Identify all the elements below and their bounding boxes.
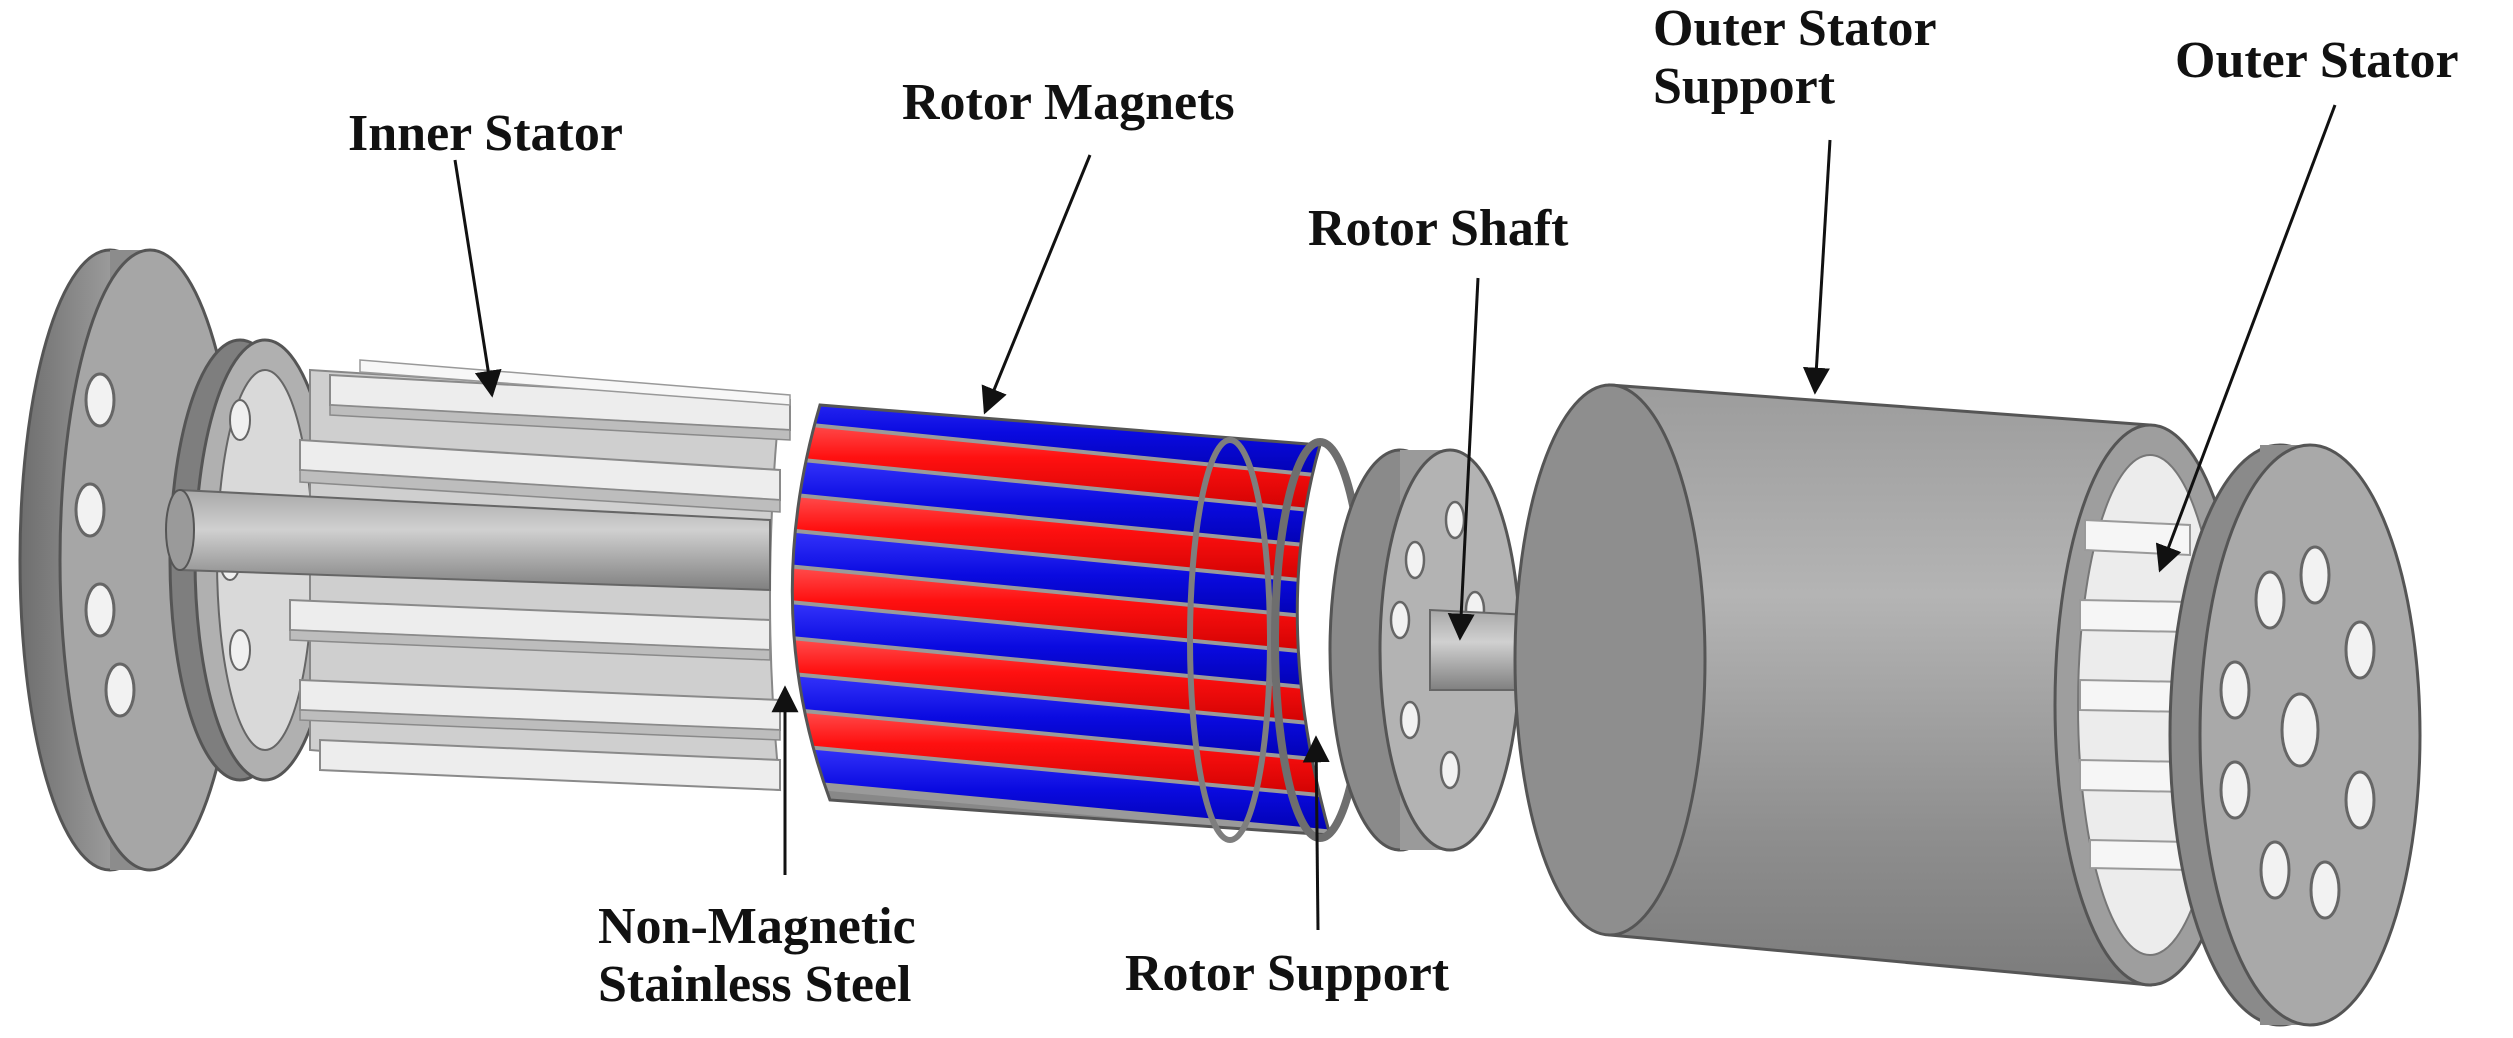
- magnet-stripe-red: [792, 559, 1330, 663]
- leader-rotor-magnets: [981, 154, 1092, 415]
- label-non-magnetic-line2: Stainless Steel: [598, 956, 912, 1013]
- inner-shaft: [165, 488, 771, 592]
- leader-lines: [453, 104, 2337, 931]
- left-plate-holes: [74, 372, 136, 718]
- label-rotor-support: Rotor Support: [1125, 945, 1450, 1002]
- left-end-plate: [18, 248, 242, 872]
- label-rotor-magnets: Rotor Magnets: [902, 74, 1235, 131]
- leader-outer-stator-support: [1802, 139, 1832, 395]
- outer-plate-holes: [2219, 545, 2376, 920]
- magnet-stripe-red: [792, 487, 1330, 592]
- rotor-support-holes: [1389, 500, 1486, 790]
- magnet-stripe-blue: [792, 523, 1330, 628]
- leader-rotor-shaft: [1447, 277, 1480, 641]
- magnet-stripe-blue: [792, 451, 1330, 557]
- magnet-stripe-blue: [792, 595, 1330, 699]
- magnet-stripe-red: [792, 703, 1330, 805]
- rotor-magnets: [790, 403, 1369, 843]
- magnet-stripe-red: [792, 415, 1330, 521]
- leader-rotor-support: [1302, 735, 1330, 931]
- label-rotor-shaft: Rotor Shaft: [1308, 200, 1569, 257]
- magnet-stripe-red: [792, 631, 1330, 734]
- label-non-magnetic-stainless-steel: Non-Magnetic Stainless Steel: [598, 898, 916, 1014]
- leader-outer-stator: [2155, 104, 2337, 573]
- magnet-separator: [792, 771, 1330, 835]
- magnet-stripe-blue: [792, 739, 1330, 835]
- label-outer-stator-support-line1: Outer Stator: [1653, 0, 1937, 57]
- label-outer-stator-support-line2: Support: [1653, 58, 1836, 115]
- label-inner-stator: Inner Stator: [348, 105, 623, 162]
- leader-inner-stator: [453, 159, 502, 398]
- outer-stator: [2079, 443, 2422, 1027]
- magnet-stripe-blue: [792, 667, 1330, 770]
- label-non-magnetic-line1: Non-Magnetic: [598, 898, 916, 955]
- label-outer-stator-support: Outer Stator Support: [1653, 0, 1937, 116]
- label-outer-stator: Outer Stator: [2175, 32, 2459, 89]
